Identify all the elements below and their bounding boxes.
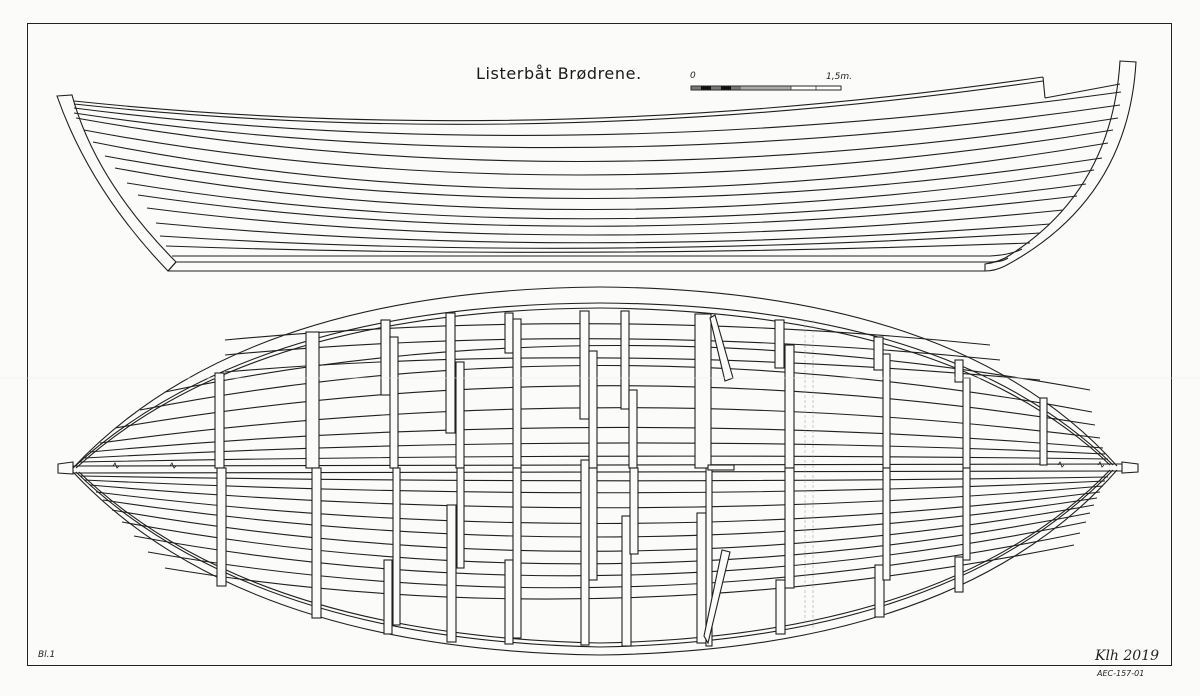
plan-view: [57, 286, 1139, 656]
frames: [214, 310, 1048, 647]
stem: [56, 94, 177, 272]
lower-sheer: [72, 469, 1118, 656]
profile-view: [56, 60, 1137, 272]
outer-sheer: [72, 286, 1118, 469]
signature: Klh 2019: [1095, 648, 1160, 664]
sternpost: [984, 60, 1137, 272]
drawing-title: Listerbåt Brødrene.: [476, 64, 642, 83]
scale-bar: [690, 85, 842, 91]
scale-bar-end-label: 1,5m.: [826, 72, 852, 82]
strakes-lower: [79, 475, 1109, 600]
stem-tip: [57, 461, 74, 475]
scale-bar-start-label: 0: [690, 71, 696, 81]
stern-tip: [1121, 461, 1139, 474]
drawing-border: [27, 23, 1172, 666]
archive-number: AEC-157-01: [1097, 669, 1145, 678]
sheet-number: Bl.1: [38, 650, 56, 660]
strakes: [73, 76, 1122, 257]
construction-lines: [804, 320, 814, 630]
